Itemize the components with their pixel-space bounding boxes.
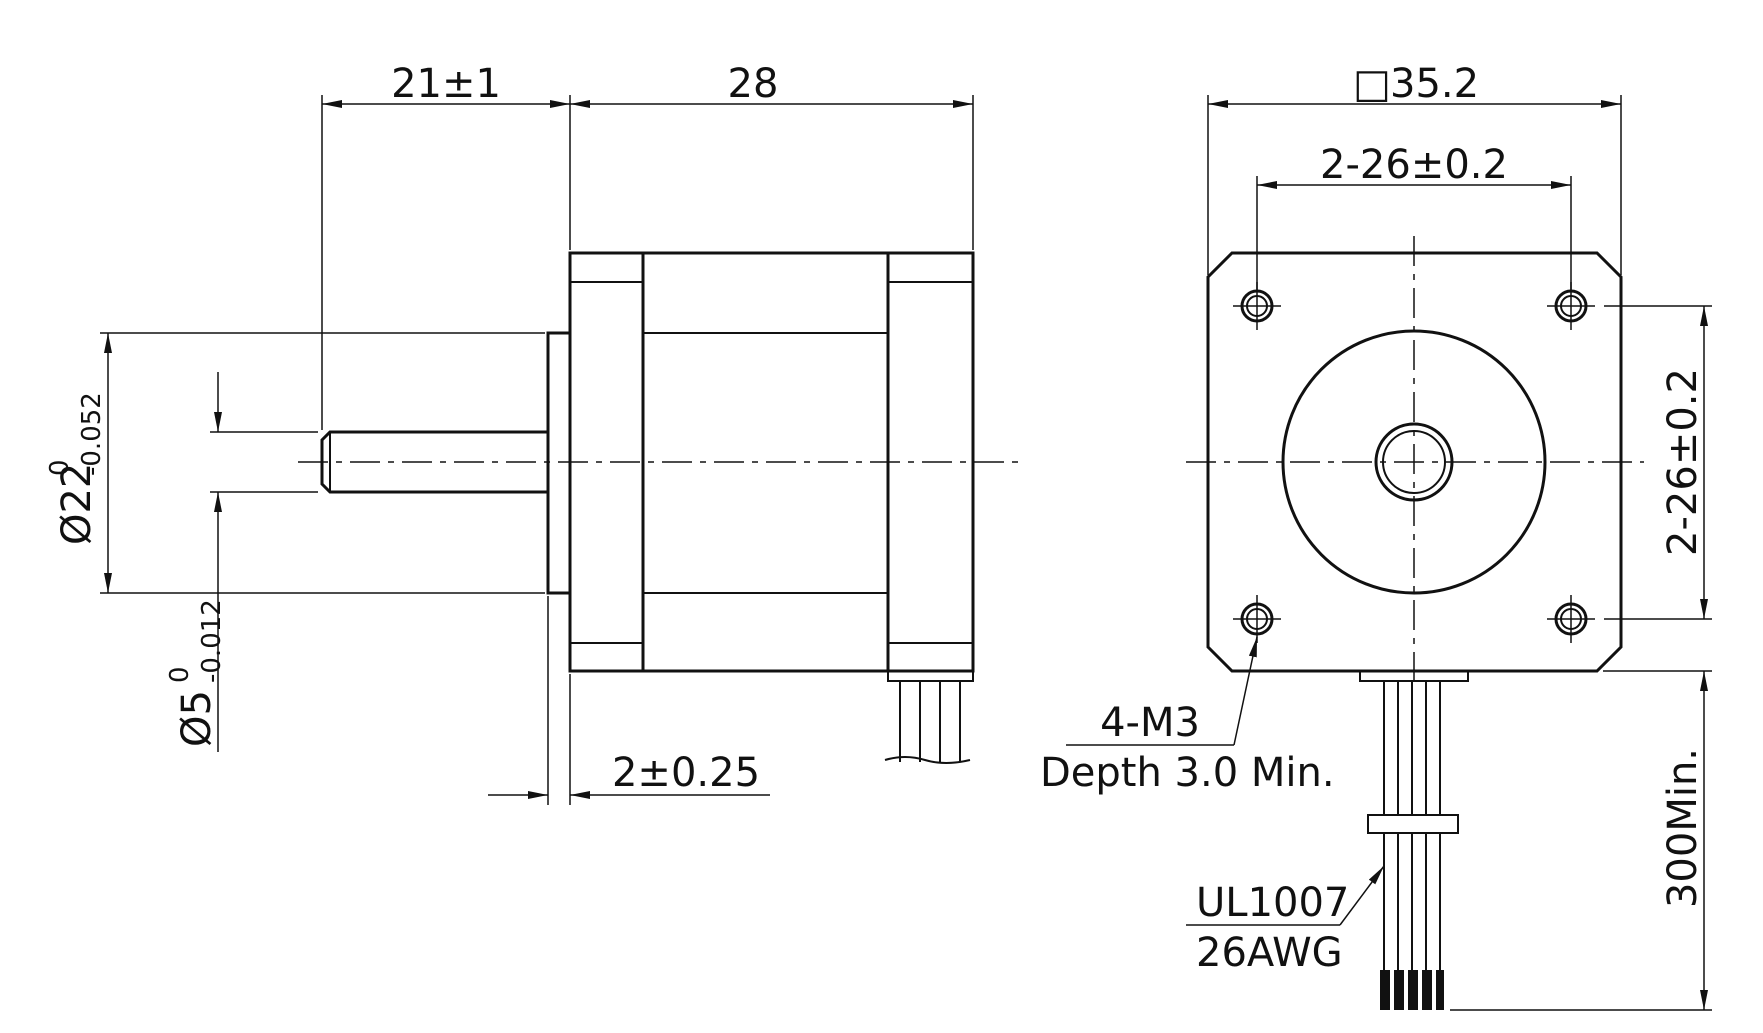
side-lead-wires [884, 670, 974, 764]
dim-lead-length-text: 300Min. [1660, 748, 1706, 908]
dim-lead-length: 300Min. [1450, 670, 1712, 1011]
dim-hole-spacing-horizontal: 2-26±0.2 [1256, 142, 1572, 290]
dim-shaft-diameter: Ø5 0 -0.012 [165, 372, 318, 752]
front-boss [546, 331, 572, 595]
dim-hole-spacing-vertical: 2-26±0.2 [1604, 305, 1712, 620]
dim-square-size: □ 35.2 [1207, 61, 1622, 275]
wire-callout-line1: UL1007 [1196, 880, 1349, 926]
dim-shaft-length: 21±1 [321, 61, 571, 430]
dim-boss-diameter: Ø22 0 -0.052 [45, 332, 545, 594]
dim-shaft-length-text: 21±1 [391, 61, 501, 107]
wire-callout-line2: 26AWG [1196, 930, 1343, 976]
pilot-boss-circle [1281, 329, 1547, 595]
dim-square-symbol: □ [1353, 61, 1391, 107]
dim-hole-spacing-v-text: 2-26±0.2 [1660, 368, 1706, 556]
side-view: 21±1 28 2±0.25 Ø22 0 -0.052 [45, 61, 1020, 805]
hole-callout: 4-M3 Depth 3.0 Min. [1040, 636, 1335, 796]
dim-square-text: 35.2 [1390, 61, 1479, 107]
hole-callout-line2: Depth 3.0 Min. [1040, 750, 1335, 796]
shaft-outer-circle [1374, 422, 1454, 502]
dim-body-length: 28 [570, 61, 974, 250]
dim-shaft-dia-upper: 0 [165, 666, 195, 683]
mounting-holes [1233, 282, 1595, 643]
hole-callout-line1: 4-M3 [1100, 700, 1200, 746]
dim-shaft-dia-lower: -0.012 [197, 599, 227, 683]
dim-body-length-text: 28 [728, 61, 779, 107]
wire-callout: UL1007 26AWG [1186, 865, 1385, 976]
front-face-outline [1206, 251, 1623, 673]
dim-shaft-dia-main: Ø5 [174, 690, 220, 747]
dim-boss-dia-upper: 0 [45, 459, 75, 476]
dim-boss-height-text: 2±0.25 [612, 750, 760, 796]
shaft-inner-circle [1382, 430, 1446, 494]
dim-hole-spacing-h-text: 2-26±0.2 [1320, 142, 1508, 188]
dim-boss-dia-main: Ø22 [54, 463, 100, 545]
front-view: □ 35.2 2-26±0.2 2-26±0.2 4-M3 Depth 3.0 … [1040, 61, 1712, 1011]
dim-boss-dia-lower: -0.052 [77, 392, 107, 476]
front-lead-wires [1359, 670, 1469, 1010]
dim-boss-height: 2±0.25 [488, 596, 770, 805]
